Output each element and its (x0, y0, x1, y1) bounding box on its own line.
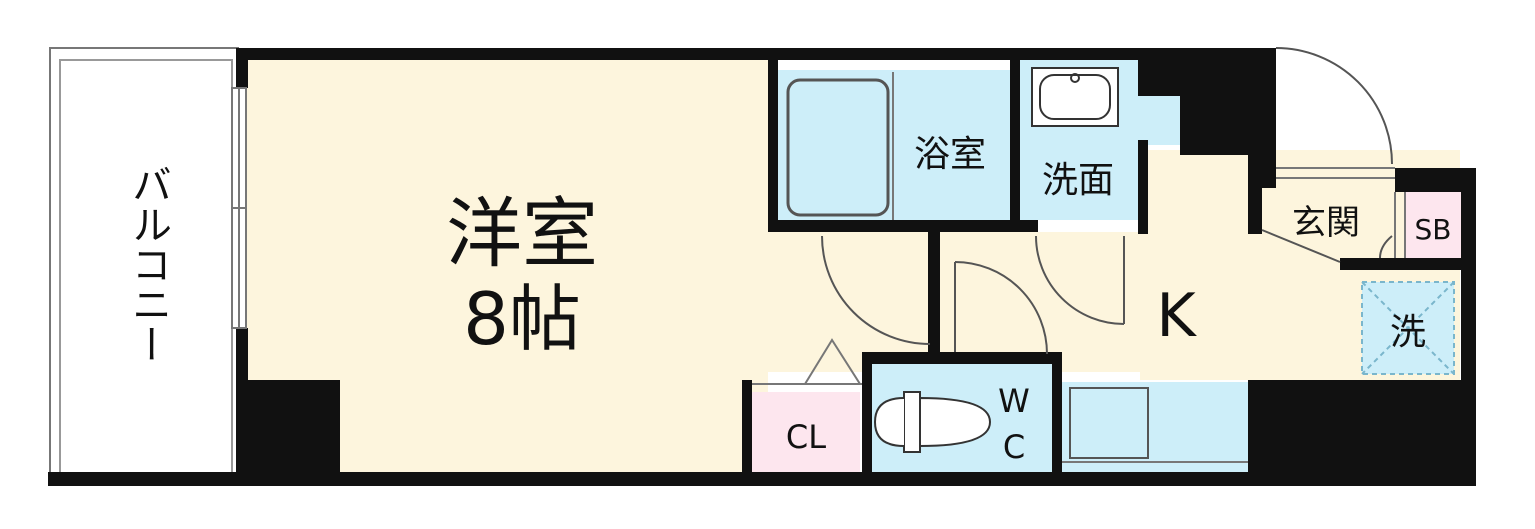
balcony (49, 47, 239, 481)
laundry-pan (1361, 281, 1455, 375)
sink-icon (1031, 67, 1119, 127)
western-room-label: 洋室 (446, 189, 598, 278)
wash-counter-area (1135, 95, 1180, 145)
closet-door (752, 338, 862, 385)
bathtub-icon (786, 78, 890, 217)
laundry-label: 洗 (1390, 312, 1426, 353)
balcony-label: バルコニー (125, 164, 171, 364)
entrance-step (1276, 167, 1406, 258)
closet-area (752, 392, 860, 472)
bath-label: 浴室 (914, 134, 986, 175)
balcony-window (231, 87, 247, 329)
entrance-label: 玄関 (1292, 203, 1360, 243)
kitchen-counter-icon (1062, 387, 1248, 463)
washroom-label: 洗面 (1042, 160, 1114, 201)
door-swings (821, 47, 1393, 355)
toilet-label-w: W (998, 382, 1030, 420)
shoe-box-label: SB (1415, 213, 1452, 246)
closet-label: CL (786, 418, 826, 456)
walls (48, 48, 1476, 486)
kitchen-label: K (1156, 281, 1197, 351)
entrance-area (1262, 180, 1402, 268)
western-room-size-label: 8帖 (463, 277, 581, 361)
toilet-label-c: C (1003, 428, 1025, 466)
toilet-icon (873, 391, 992, 453)
shoe-box-area (1405, 190, 1461, 260)
